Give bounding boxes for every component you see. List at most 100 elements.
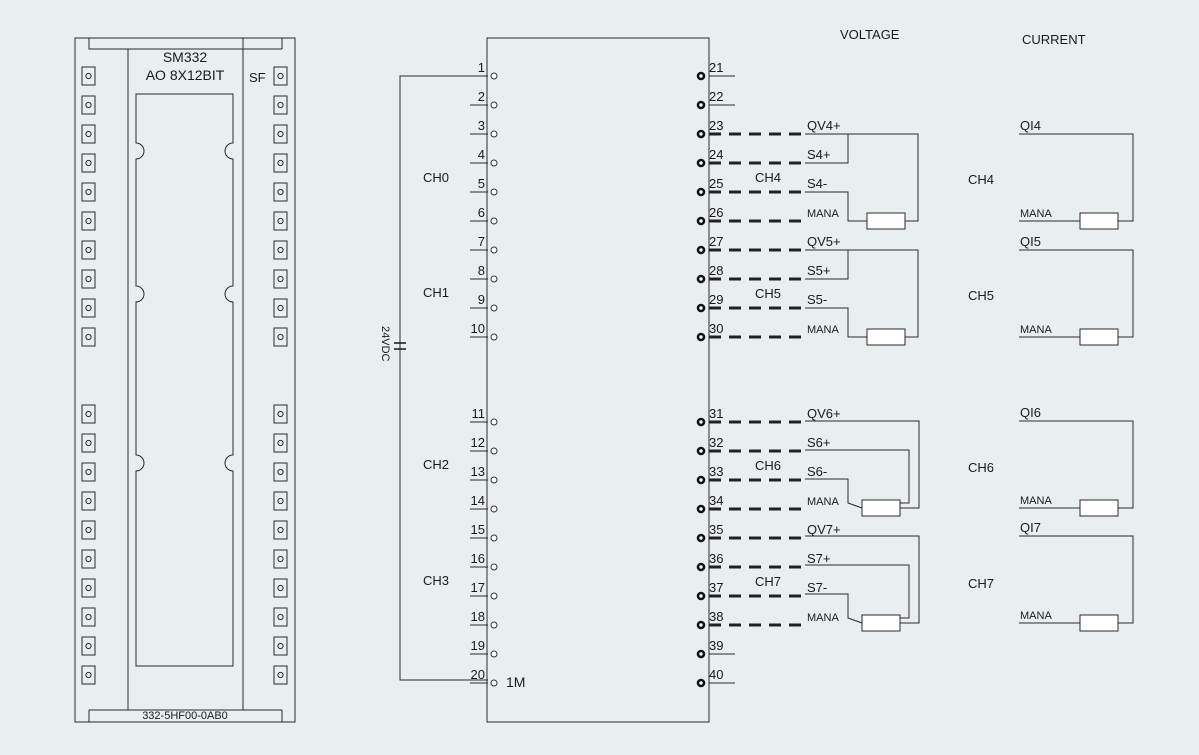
- terminal-cell: [81, 636, 96, 656]
- voltage-channel-label: CH4: [755, 170, 781, 185]
- qi-label: QI6: [1020, 405, 1041, 420]
- terminal-screw-icon: [277, 130, 284, 138]
- right-terminal-icon: [696, 158, 706, 168]
- terminal-screw-icon: [277, 613, 284, 621]
- channel-label-ch2: CH2: [423, 457, 449, 472]
- terminal-cell: [81, 211, 96, 231]
- terminal-cell: [273, 491, 288, 511]
- right-pin-number: 39: [709, 638, 723, 653]
- sense-plus-label: S4+: [807, 147, 831, 162]
- left-terminal-icon: [490, 447, 498, 455]
- right-terminal-icon: [696, 245, 706, 255]
- load-resistor-ch4: [866, 212, 906, 230]
- left-pin-number: 16: [471, 551, 485, 566]
- terminal-cell: [81, 153, 96, 173]
- terminal-cell: [81, 240, 96, 260]
- terminal-strips: [81, 66, 288, 685]
- left-terminal-icon: [490, 476, 498, 484]
- left-terminal-icon: [490, 563, 498, 571]
- block-diagram: VOLTAGE CURRENT 24VDC 1M CH0 CH1 CH2 CH3…: [379, 27, 1134, 723]
- terminal-cell: [81, 491, 96, 511]
- terminal-screw-icon: [277, 497, 284, 505]
- voltage-channel-label: CH7: [755, 574, 781, 589]
- terminal-screw-icon: [85, 642, 92, 650]
- terminal-screw-icon: [277, 468, 284, 476]
- right-terminal-icon: [696, 274, 706, 284]
- terminal-screw-icon: [85, 526, 92, 534]
- current-load-resistor: [1079, 328, 1119, 346]
- current-mana-label: MANA: [1020, 324, 1052, 336]
- qv-label: QV4+: [807, 118, 841, 133]
- sf-led-label: SF: [249, 70, 266, 85]
- terminal-cell: [273, 124, 288, 144]
- module-top-tab: [88, 37, 244, 50]
- terminal-screw-icon: [85, 101, 92, 109]
- module-front-view: SM332 AO 8X12BIT SF 332-5HF00-0AB0: [74, 37, 296, 723]
- left-pin-number: 3: [478, 118, 485, 133]
- qv-label: QV6+: [807, 406, 841, 421]
- sense-minus-label: S4-: [807, 176, 827, 191]
- terminal-cell: [273, 636, 288, 656]
- load-resistor-ch5: [866, 328, 906, 346]
- order-number: 332-5HF00-0AB0: [142, 710, 228, 722]
- terminal-screw-icon: [277, 555, 284, 563]
- terminal-cell: [273, 153, 288, 173]
- voltage-wiring: [805, 133, 920, 632]
- left-terminal-icon: [490, 592, 498, 600]
- terminal-screw-icon: [277, 217, 284, 225]
- terminal-screw-icon: [277, 410, 284, 418]
- terminal-cell: [273, 211, 288, 231]
- qi-label: QI4: [1020, 118, 1041, 133]
- terminal-screw-icon: [85, 246, 92, 254]
- terminal-screw-icon: [277, 101, 284, 109]
- qv-label: QV5+: [807, 234, 841, 249]
- left-terminal-icon: [490, 188, 498, 196]
- voltage-labels: QV4+S4+S4-CH4MANACH4QV5+S5+S5-CH5MANACH5…: [755, 118, 994, 624]
- right-terminal-icon: [696, 620, 706, 630]
- terminal-cell: [81, 520, 96, 540]
- terminal-cell: [273, 462, 288, 482]
- right-terminal-icon: [696, 504, 706, 514]
- right-pin-number: 26: [709, 205, 723, 220]
- terminal-cell: [81, 462, 96, 482]
- voltage-side-channel-label: CH6: [968, 460, 994, 475]
- right-terminal-icon: [696, 446, 706, 456]
- terminal-screw-icon: [85, 72, 92, 80]
- terminal-strip-left-top: [81, 66, 96, 347]
- left-terminal-icon: [490, 621, 498, 629]
- current-load-resistor: [1079, 499, 1119, 517]
- left-terminal-icon: [490, 159, 498, 167]
- terminal-screw-icon: [277, 246, 284, 254]
- right-terminal-icon: [696, 562, 706, 572]
- terminal-cell: [81, 549, 96, 569]
- sense-minus-label: S6-: [807, 464, 827, 479]
- right-pin-number: 28: [709, 263, 723, 278]
- right-terminal-icon: [696, 216, 706, 226]
- left-pin-number: 7: [478, 234, 485, 249]
- left-pin-number: 2: [478, 89, 485, 104]
- terminal-cell: [273, 269, 288, 289]
- right-pin-number: 35: [709, 522, 723, 537]
- terminal-screw-icon: [277, 526, 284, 534]
- right-pin-number: 21: [709, 60, 723, 75]
- right-pin-number: 36: [709, 551, 723, 566]
- terminal-screw-icon: [85, 130, 92, 138]
- left-terminal-icon: [490, 130, 498, 138]
- terminal-cell: [81, 66, 96, 86]
- left-pin-number: 10: [471, 321, 485, 336]
- terminal-cell: [273, 665, 288, 685]
- left-pin-number: 1: [478, 60, 485, 75]
- voltage-side-channel-label: CH7: [968, 576, 994, 591]
- left-terminal-icon: [490, 679, 498, 687]
- left-terminal-icon: [490, 534, 498, 542]
- module-housing: [74, 37, 296, 723]
- left-terminal-icon: [490, 505, 498, 513]
- terminal-screw-icon: [85, 275, 92, 283]
